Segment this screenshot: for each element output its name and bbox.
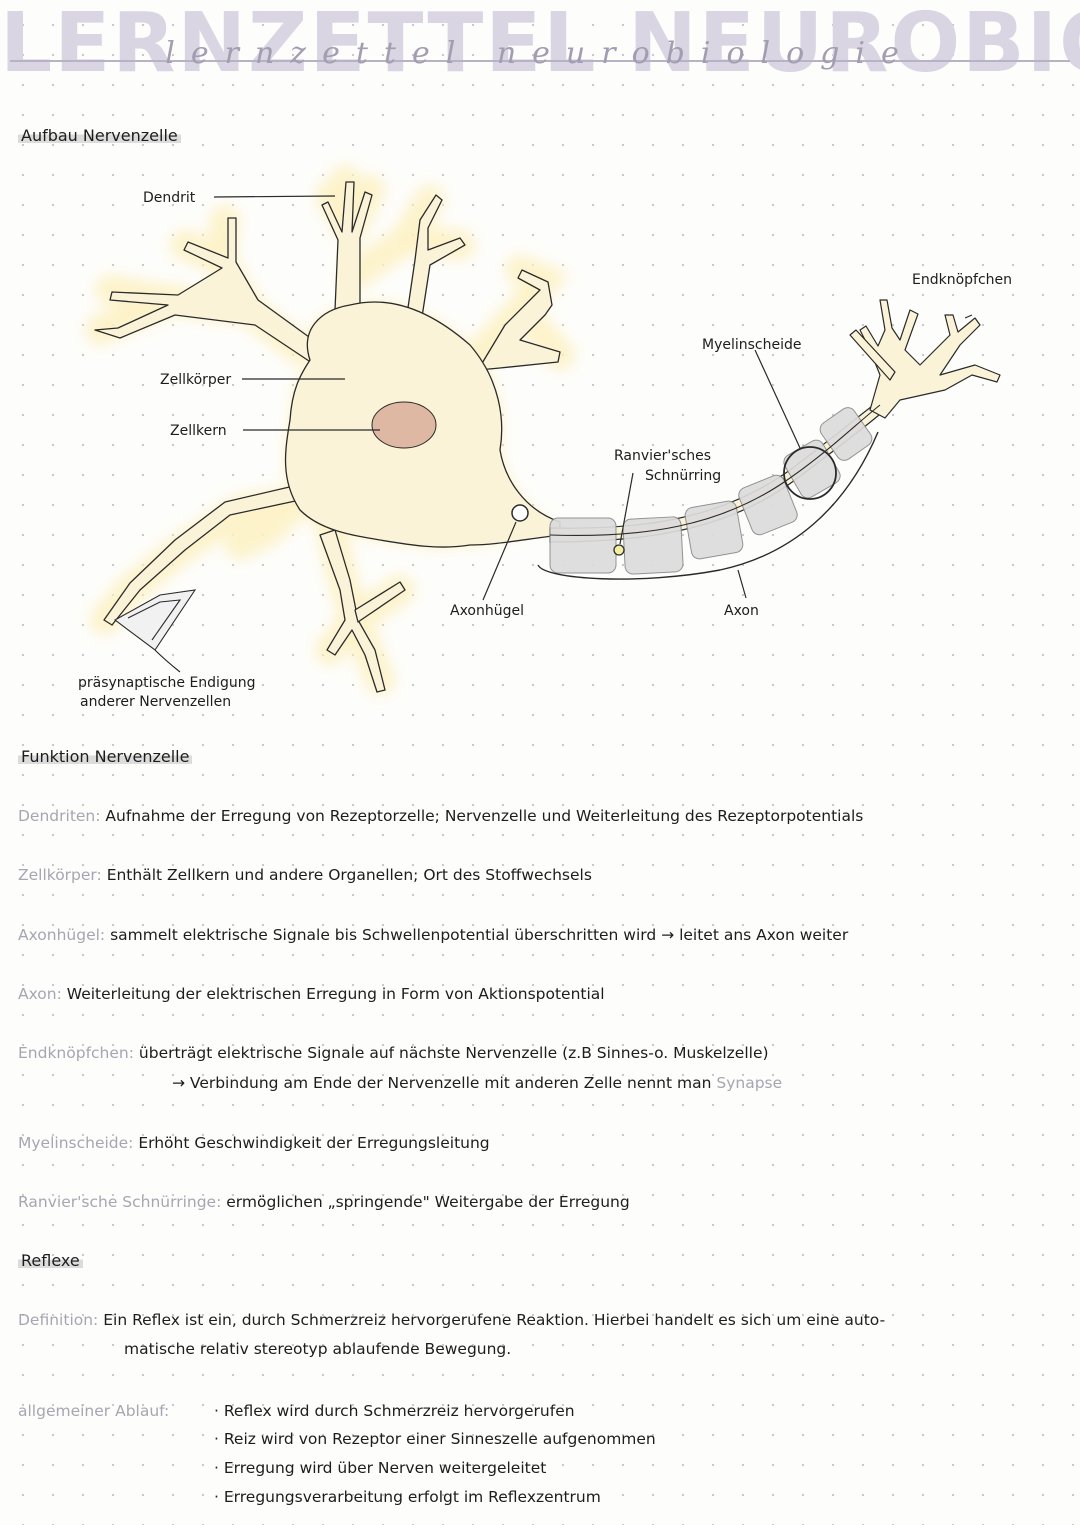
term: Zellkörper: [18, 866, 102, 884]
description-line2: → Verbindung am Ende der Nervenzelle mit… [172, 1074, 712, 1092]
label-axonhuegel: Axonhügel [450, 603, 524, 619]
term: allgemeiner Ablauf: [18, 1402, 170, 1420]
description: Weiterleitung der elektrischen Erregung … [66, 985, 605, 1003]
ranvier-marker [613, 544, 625, 556]
reflex-ablauf-item: · Erregung wird über Nerven weitergeleit… [214, 1459, 547, 1477]
heading-reflexe: Reflexe [18, 1251, 83, 1270]
label-zellkern: Zellkern [170, 423, 227, 439]
description: ermöglichen „springende" Weitergabe der … [226, 1193, 630, 1211]
function-item-ranvier: Ranvier'sche Schnürringe: ermöglichen „s… [18, 1193, 630, 1211]
ablauf-text: Reflex wird durch Schmerzreiz hervorgeru… [223, 1402, 575, 1420]
terminal-branches [849, 299, 1001, 419]
label-axon: Axon [724, 603, 759, 619]
heading-aufbau: Aufbau Nervenzelle [18, 126, 181, 145]
term: Axon: [18, 985, 62, 1003]
label-ranvier-1: Ranvier'sches [614, 448, 711, 464]
reflex-definition: Definition: Ein Reflex ist ein, durch Sc… [18, 1311, 885, 1329]
function-item-myelinscheide: Myelinscheide: Erhöht Geschwindigkeit de… [18, 1134, 490, 1152]
function-item-dendriten: Dendriten: Aufnahme der Erregung von Rez… [18, 807, 863, 825]
title-underline [10, 60, 1070, 62]
function-item-endknoepfchen-continuation: → Verbindung am Ende der Nervenzelle mit… [172, 1074, 782, 1092]
axonhuegel-marker [511, 504, 529, 522]
axon-bracket [537, 431, 879, 580]
label-myelinscheide: Myelinscheide [702, 337, 802, 353]
ablauf-text: Erregungsverarbeitung erfolgt im Reflexz… [223, 1488, 601, 1506]
nucleus [371, 401, 437, 449]
function-item-zellkoerper: Zellkörper: Enthält Zellkern und andere … [18, 866, 592, 884]
description: Erhöht Geschwindigkeit der Erregungsleit… [138, 1134, 490, 1152]
label-dendrit: Dendrit [143, 190, 196, 206]
page-title: LERNZETTEL NEUROBIOLOGIE [0, 4, 1080, 84]
myelin-segments [549, 407, 873, 575]
label-ranvier-2: Schnürring [645, 468, 721, 484]
myelin-highlight-circle [783, 446, 837, 500]
term: Definition: [18, 1311, 99, 1329]
axon-inner-line [549, 404, 881, 537]
term: Axonhügel: [18, 926, 106, 944]
label-zellkoerper: Zellkörper [160, 372, 231, 388]
definition-line1: Ein Reflex ist ein, durch Schmerzreiz he… [103, 1311, 886, 1329]
function-item-endknoepfchen: Endknöpfchen: überträgt elektrische Sign… [18, 1044, 769, 1062]
description: überträgt elektrische Signale auf nächst… [138, 1044, 769, 1062]
label-praesynaptisch-2: anderer Nervenzellen [80, 694, 231, 710]
heading-funktion: Funktion Nervenzelle [18, 747, 193, 766]
leader-lines [154, 195, 973, 673]
description: Enthält Zellkern und andere Organellen; … [106, 866, 592, 884]
ablauf-text: Erregung wird über Nerven weitergeleitet [223, 1459, 547, 1477]
dendrites [94, 181, 561, 693]
neuron-diagram: Dendrit Zellkörper Zellkern Endknöpfchen… [78, 165, 1012, 710]
description: Aufnahme der Erregung von Rezeptorzelle;… [105, 807, 864, 825]
ablauf-text: Reiz wird von Rezeptor einer Sinneszelle… [223, 1430, 656, 1448]
definition-line2: matische relativ stereotyp ablaufende Be… [124, 1340, 512, 1358]
label-endknoepfchen: Endknöpfchen [912, 272, 1012, 288]
presynaptic-endings [113, 589, 197, 651]
function-item-axonhuegel: Axonhügel: sammelt elektrische Signale b… [18, 926, 848, 944]
reflex-ablauf-item: · Reiz wird von Rezeptor einer Sinneszel… [214, 1430, 656, 1448]
reflex-ablauf-item: · Reflex wird durch Schmerzreiz hervorge… [214, 1402, 575, 1420]
label-praesynaptisch-1: präsynaptische Endigung [78, 675, 255, 691]
reflex-ablauf-term: allgemeiner Ablauf: [18, 1402, 169, 1420]
synapse-term: Synapse [716, 1074, 783, 1092]
reflex-definition-continuation: matische relativ stereotyp ablaufende Be… [124, 1340, 511, 1358]
term: Myelinscheide: [18, 1134, 134, 1152]
term: Dendriten: [18, 807, 101, 825]
function-item-axon: Axon: Weiterleitung der elektrischen Err… [18, 985, 605, 1003]
page-subtitle: lernzettel neurobiologie [165, 36, 915, 71]
reflex-ablauf-item: · Erregungsverarbeitung erfolgt im Refle… [214, 1488, 601, 1506]
term: Endknöpfchen: [18, 1044, 134, 1062]
description: sammelt elektrische Signale bis Schwelle… [110, 926, 849, 944]
term: Ranvier'sche Schnürringe: [18, 1193, 222, 1211]
